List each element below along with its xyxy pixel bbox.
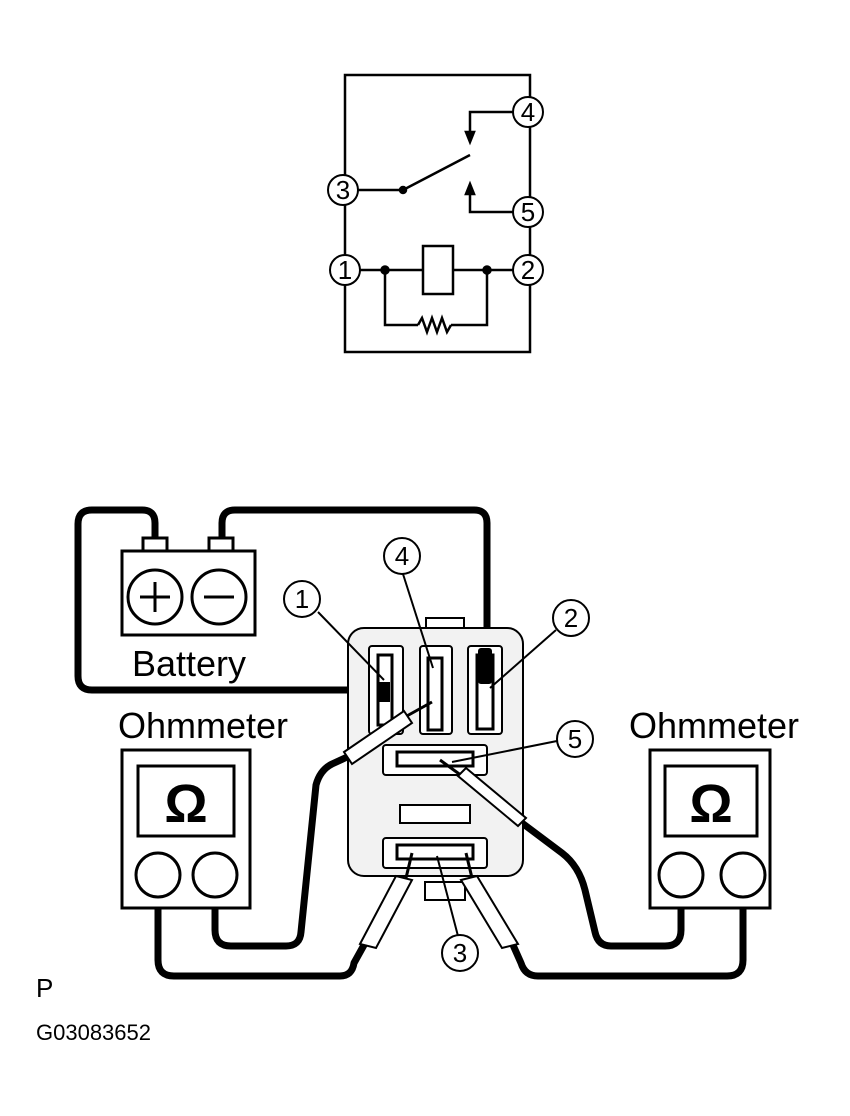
relay-pin-3 [395,843,475,861]
probe-left-bottom [358,852,414,950]
ohm-icon: Ω [164,774,207,834]
probe-right-top [439,758,528,828]
ohmmeter-left-display [136,764,236,838]
ohmmeter-left [120,748,252,910]
relay-coil [421,244,455,296]
schematic-terminal-2: 2 [521,255,535,285]
schematic-terminals: 3 4 5 1 2 [327,96,544,286]
probe-left-top [342,700,433,766]
ohmmeter-right-label: Ohmmeter [629,705,799,746]
relay-body [347,617,524,901]
figure-code: G03083652 [36,1020,151,1045]
schematic-frame [343,73,532,354]
ohmmeter-right-jack-a [657,851,705,899]
wire-left-meter-a [211,754,349,950]
wires [74,506,747,980]
ohmmeter-left-label: Ohmmeter [118,705,288,746]
wire-battery-negative [218,506,491,656]
relay-schematic [343,73,532,354]
schematic-terminal-3: 3 [336,175,350,205]
relay-pin-5 [395,750,475,768]
callouts: 1 4 2 5 3 [283,537,594,972]
callout-terminal-3: 3 [453,938,467,968]
ohmmeter-right [648,748,772,910]
callout-terminal-4: 4 [395,541,409,571]
section-letter: P [36,973,53,1003]
ohmmeter-right-jack-b [719,851,767,899]
switch-blade [402,153,471,192]
callout-leaders [317,573,558,937]
battery-label: Battery [132,643,246,684]
wire-battery-positive [74,506,387,694]
ohm-icon: Ω [689,774,732,834]
relay-pin-4 [426,656,444,732]
wire-right-meter-b [518,819,685,950]
probe-right-bottom [459,852,520,950]
ohmmeter-left-jack-b [191,851,239,899]
schematic-terminal-4: 4 [521,97,535,127]
schematic-terminal-5: 5 [521,197,535,227]
probes [342,700,528,950]
battery-clips [378,648,492,702]
battery [120,536,257,637]
wire-right-meter-a [509,901,747,980]
schematic-terminal-1: 1 [338,255,352,285]
ohmmeter-left-jack-a [134,851,182,899]
callout-terminal-1: 1 [295,584,309,614]
callout-terminal-2: 2 [564,603,578,633]
ohmmeter-right-display [663,764,759,838]
callout-terminal-5: 5 [568,724,582,754]
resistor [416,314,453,336]
wire-left-meter-b [154,901,368,980]
